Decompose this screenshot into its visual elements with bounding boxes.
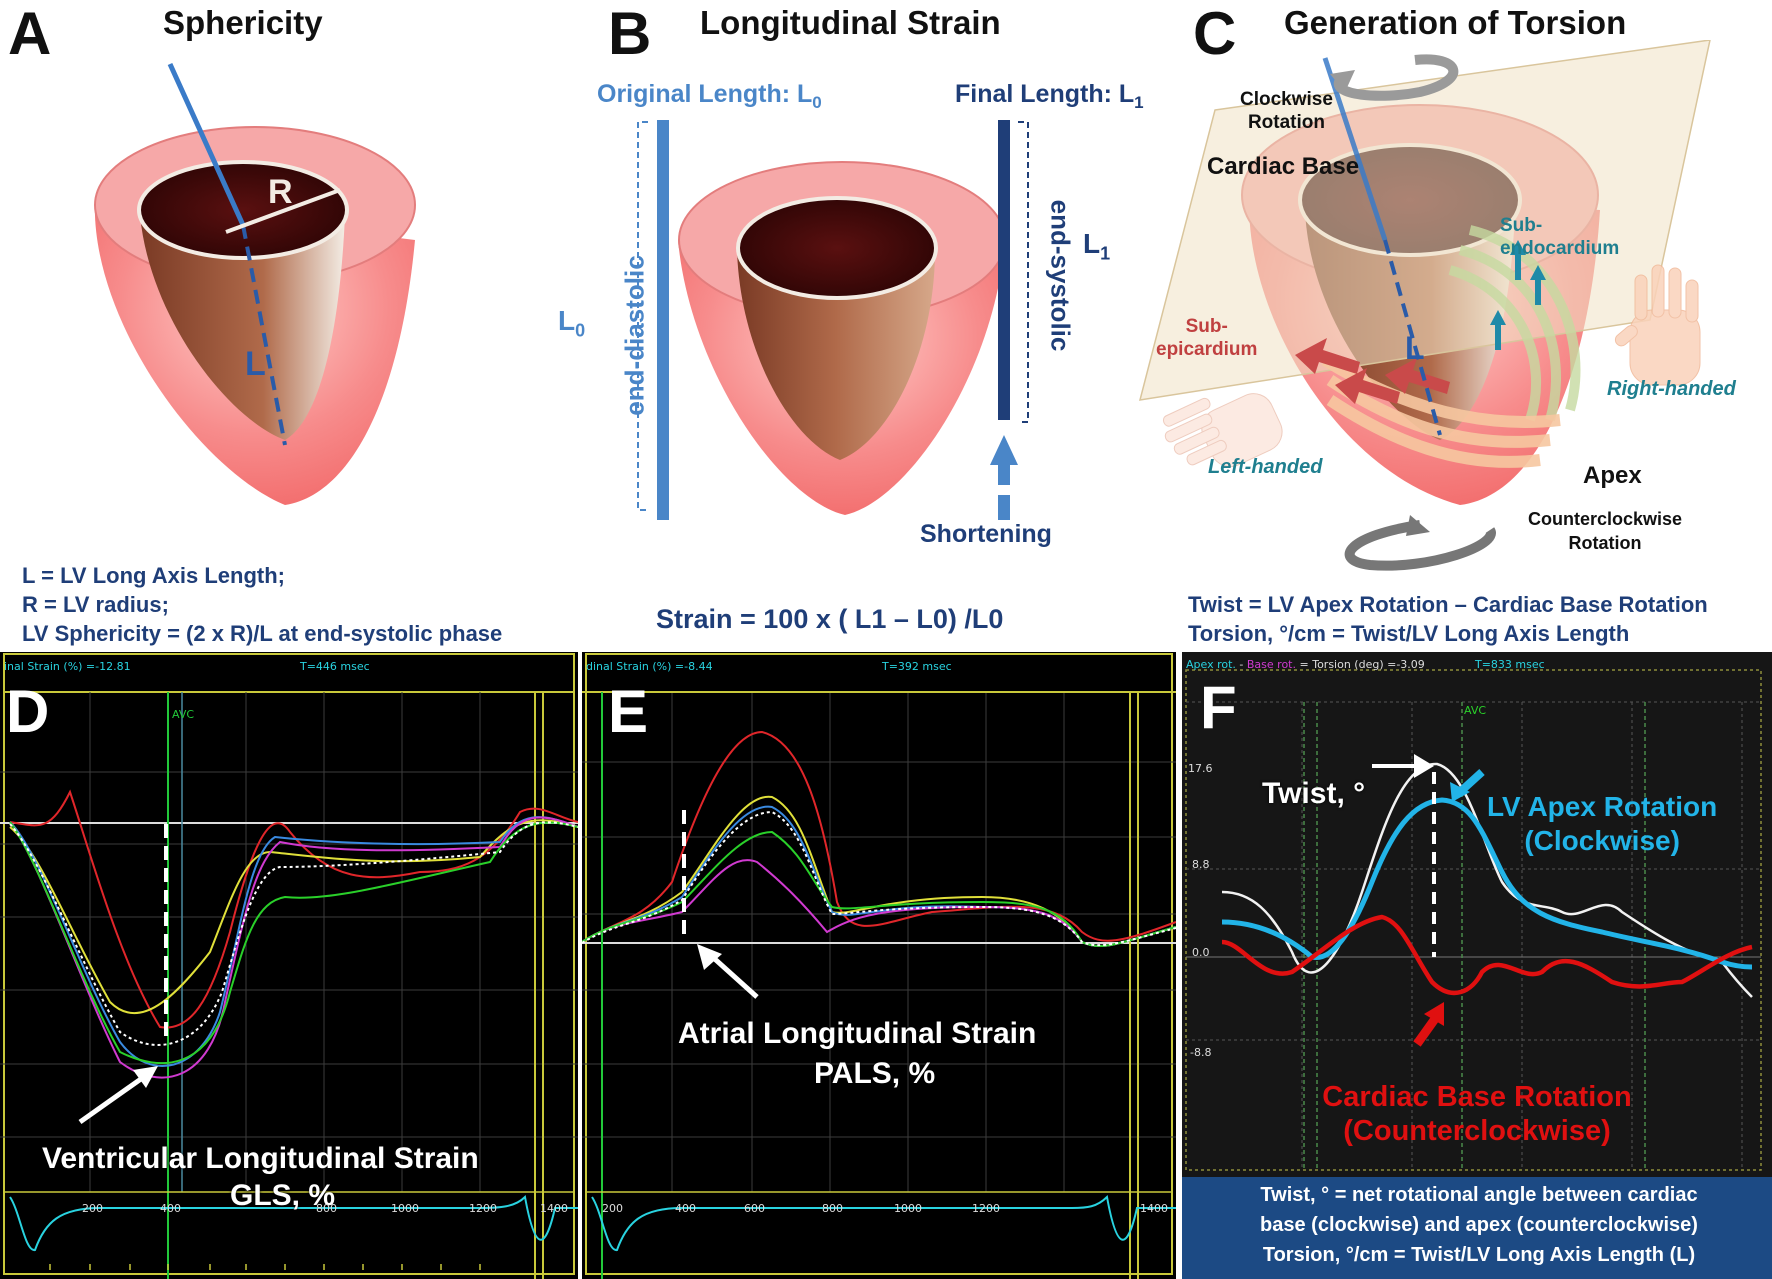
pals-tick: 1000 bbox=[894, 1202, 922, 1215]
panel-d: inal Strain (%) =-12.81 T=446 msec AVC D… bbox=[0, 652, 578, 1279]
pals-tick: 800 bbox=[822, 1202, 843, 1215]
shortening-label: Shortening bbox=[920, 520, 1052, 548]
torsion-plot bbox=[1182, 669, 1772, 1279]
torsion-length-label: L bbox=[1405, 330, 1425, 366]
gls-strain-plot bbox=[0, 653, 578, 1279]
torsion-definition-text: Twist, ° = net rotational angle between … bbox=[1260, 1184, 1698, 1266]
sphericity-heart-illustration bbox=[94, 62, 416, 505]
torsion-header: Apex rot. - Base rot. = Torsion (deg) =-… bbox=[1186, 658, 1425, 671]
gls-tick: 1400 bbox=[540, 1202, 568, 1215]
end-diastolic-label: end-diastolic bbox=[619, 255, 650, 416]
pals-header-time: T=392 msec bbox=[882, 660, 952, 673]
left-hand-icon bbox=[1162, 393, 1283, 468]
strain-formula: Strain = 100 x ( L1 – L0) /L0 bbox=[656, 604, 1004, 634]
pals-label-1: Atrial Longitudinal Strain bbox=[678, 1017, 1037, 1050]
panel-b-title: Longitudinal Strain bbox=[700, 4, 1001, 41]
long-axis-dashed bbox=[241, 224, 287, 446]
gls-tick: 1000 bbox=[391, 1202, 419, 1215]
final-length-label: Final Length: L1 bbox=[955, 80, 1144, 112]
shortening-arrow bbox=[990, 435, 1018, 465]
cardiac-base-label: Cardiac Base bbox=[1207, 153, 1360, 180]
panel-c-title: Generation of Torsion bbox=[1284, 4, 1627, 41]
panel-letter-a: A bbox=[8, 0, 52, 67]
sub-endocardium-label: Sub- endocardium bbox=[1500, 215, 1620, 259]
torsion-ytick: 0.0 bbox=[1192, 946, 1210, 959]
torsion-ytick: 8.8 bbox=[1192, 858, 1210, 871]
pals-label-2: PALS, % bbox=[814, 1057, 936, 1090]
sub-epicardium-label: Sub- epicardium bbox=[1156, 316, 1258, 360]
gls-header-time: T=446 msec bbox=[300, 660, 370, 673]
torsion-ytick: 17.6 bbox=[1188, 762, 1213, 775]
end-systolic-label: end-systolic bbox=[1045, 199, 1076, 352]
base-rotation-label: Cardiac Base Rotation (Counterclockwise) bbox=[1322, 1081, 1632, 1147]
pals-tick: 1400 bbox=[1140, 1202, 1168, 1215]
radius-line bbox=[225, 188, 341, 234]
pals-tick: 1200 bbox=[972, 1202, 1000, 1215]
lv-cavity bbox=[140, 215, 345, 440]
panel-a-caption-3: LV Sphericity = (2 x R)/L at end-systoli… bbox=[22, 621, 503, 646]
apex-rotation-label: LV Apex Rotation (Clockwise) bbox=[1487, 791, 1718, 856]
pals-header-value: dinal Strain (%) =-8.44 bbox=[586, 660, 713, 673]
panel-c-caption-2: Torsion, °/cm = Twist/LV Long Axis Lengt… bbox=[1188, 621, 1630, 646]
strain-heart-illustration bbox=[637, 120, 1029, 520]
original-length-label: Original Length: L0 bbox=[597, 80, 822, 112]
torsion-definition-box bbox=[1182, 1177, 1772, 1279]
counterclockwise-rotation-label: Counterclockwise Rotation bbox=[1528, 509, 1683, 553]
pals-tick: 400 bbox=[675, 1202, 696, 1215]
gls-tick: 200 bbox=[82, 1202, 103, 1215]
torsion-ytick: -8.8 bbox=[1190, 1046, 1212, 1059]
gls-label-2: GLS, % bbox=[230, 1179, 336, 1212]
gls-label-1: Ventricular Longitudinal Strain bbox=[42, 1142, 479, 1175]
panel-letter-f: F bbox=[1200, 674, 1237, 741]
pals-strain-plot bbox=[582, 653, 1176, 1279]
right-handed-label: Right-handed bbox=[1607, 378, 1736, 400]
final-length-bar bbox=[998, 120, 1010, 420]
long-axis-line bbox=[167, 62, 246, 227]
panel-c-caption-1: Twist = LV Apex Rotation – Cardiac Base … bbox=[1188, 592, 1708, 617]
gls-header-value: inal Strain (%) =-12.81 bbox=[4, 660, 131, 673]
original-length-bar bbox=[657, 120, 669, 520]
radius-label: R bbox=[268, 173, 293, 211]
torsion-header-time: T=833 msec bbox=[1475, 658, 1545, 671]
lv-opening bbox=[137, 160, 349, 260]
panel-a-title: Sphericity bbox=[163, 4, 323, 41]
gls-tick: 1200 bbox=[469, 1202, 497, 1215]
gls-tick: 800 bbox=[316, 1202, 337, 1215]
l0-label: L0 bbox=[558, 305, 586, 341]
panel-a-caption-2: R = LV radius; bbox=[22, 592, 169, 617]
torsion-avc-label: AVC bbox=[1464, 704, 1487, 717]
clockwise-rotation-label: Clockwise Rotation bbox=[1240, 89, 1333, 133]
pals-tick: 600 bbox=[744, 1202, 765, 1215]
l1-label: L1 bbox=[1083, 228, 1111, 264]
left-handed-label: Left-handed bbox=[1208, 456, 1323, 478]
panel-a-caption-1: L = LV Long Axis Length; bbox=[22, 563, 285, 588]
panel-letter-e: E bbox=[608, 678, 649, 745]
gls-tick: 400 bbox=[160, 1202, 181, 1215]
gls-avc-label: AVC bbox=[172, 708, 195, 721]
length-label: L bbox=[245, 345, 266, 383]
right-hand-icon bbox=[1614, 264, 1701, 386]
pals-tick: 200 bbox=[602, 1202, 623, 1215]
torsion-heart-illustration bbox=[1138, 40, 1711, 571]
panel-e: dinal Strain (%) =-8.44 T=392 msec E Atr… bbox=[582, 652, 1176, 1279]
panel-letter-d: D bbox=[6, 678, 50, 745]
apex-label: Apex bbox=[1583, 462, 1642, 489]
twist-label: Twist, ° bbox=[1262, 777, 1366, 810]
panel-letter-b: B bbox=[608, 0, 652, 67]
panel-f: Apex rot. - Base rot. = Torsion (deg) =-… bbox=[1182, 652, 1772, 1279]
panel-letter-c: C bbox=[1193, 0, 1237, 67]
